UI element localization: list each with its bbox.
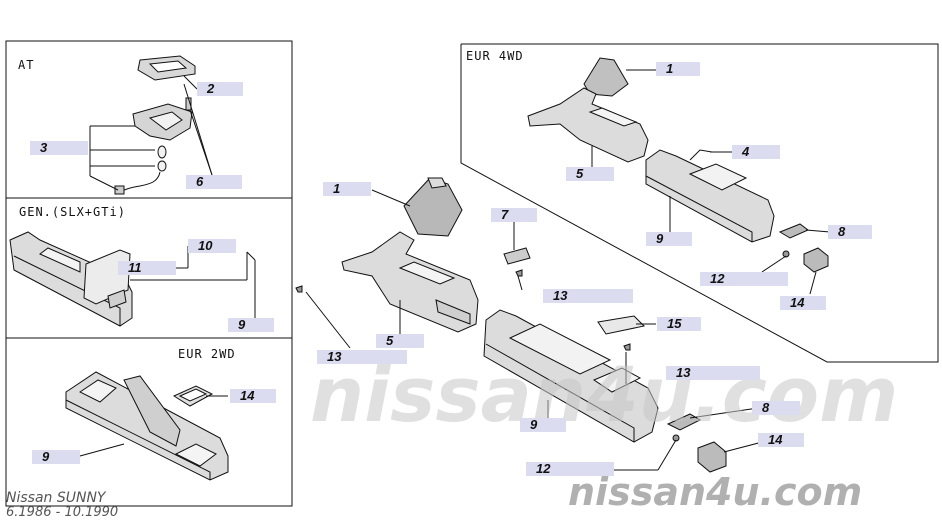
gen-parts xyxy=(9,231,133,327)
callout-part-4[interactable]: 4 xyxy=(732,145,780,159)
gen-leaders xyxy=(130,246,256,318)
callout-part-14-center[interactable]: 14 xyxy=(758,433,804,447)
frame-eur-2wd xyxy=(5,337,293,507)
callout-part-12-4wd[interactable]: 12 xyxy=(700,272,788,286)
callout-part-1-center[interactable]: 1 xyxy=(323,182,371,196)
callout-part-15[interactable]: 15 xyxy=(657,317,701,331)
callout-part-5-center[interactable]: 5 xyxy=(376,334,424,348)
callout-part-14-2wd[interactable]: 14 xyxy=(230,389,276,403)
watermark-large: nissan4u.com xyxy=(310,350,899,439)
callout-part-8-4wd[interactable]: 8 xyxy=(828,225,872,239)
panel-label-at: AT xyxy=(18,58,35,72)
callout-part-13-clip[interactable]: 13 xyxy=(543,289,633,303)
center-parts xyxy=(295,177,727,473)
callout-part-9-center[interactable]: 9 xyxy=(520,418,566,432)
center-leaders xyxy=(305,189,771,471)
callout-part-11[interactable]: 11 xyxy=(118,261,176,275)
callout-part-14-4wd[interactable]: 14 xyxy=(780,296,826,310)
callout-part-9-gen[interactable]: 9 xyxy=(228,318,274,332)
callout-part-6[interactable]: 6 xyxy=(186,175,242,189)
eur-2wd-leaders xyxy=(79,395,228,457)
at-leaders xyxy=(89,75,213,191)
callout-part-9-4wd[interactable]: 9 xyxy=(646,232,692,246)
at-parts xyxy=(114,55,196,195)
frame-eur-4wd xyxy=(460,43,939,363)
callout-part-12-center[interactable]: 12 xyxy=(526,462,614,476)
callout-part-13-center[interactable]: 13 xyxy=(317,350,407,364)
callout-part-8-center[interactable]: 8 xyxy=(752,401,800,415)
callout-part-2[interactable]: 2 xyxy=(197,82,243,96)
callout-part-7[interactable]: 7 xyxy=(491,208,537,222)
eur-4wd-parts xyxy=(527,57,829,273)
callout-part-5-4wd[interactable]: 5 xyxy=(566,167,614,181)
panel-label-gen: GEN.(SLX+GTi) xyxy=(19,205,126,219)
callout-part-9-2wd[interactable]: 9 xyxy=(32,450,80,464)
panel-label-eur-2wd: EUR 2WD xyxy=(178,347,236,361)
callout-part-10[interactable]: 10 xyxy=(188,239,236,253)
panel-label-eur-4wd: EUR 4WD xyxy=(466,49,524,63)
callout-part-13-lid[interactable]: 13 xyxy=(666,366,760,380)
callout-part-3[interactable]: 3 xyxy=(30,141,88,155)
eur-4wd-leaders xyxy=(591,69,831,295)
callout-part-1-4wd[interactable]: 1 xyxy=(656,62,700,76)
eur-2wd-parts xyxy=(65,371,229,481)
footer-model: Nissan SUNNY xyxy=(6,490,106,506)
footer-dates: 6.1986 - 10.1990 xyxy=(6,505,119,520)
watermark-small: nissan4u.com xyxy=(568,470,863,514)
